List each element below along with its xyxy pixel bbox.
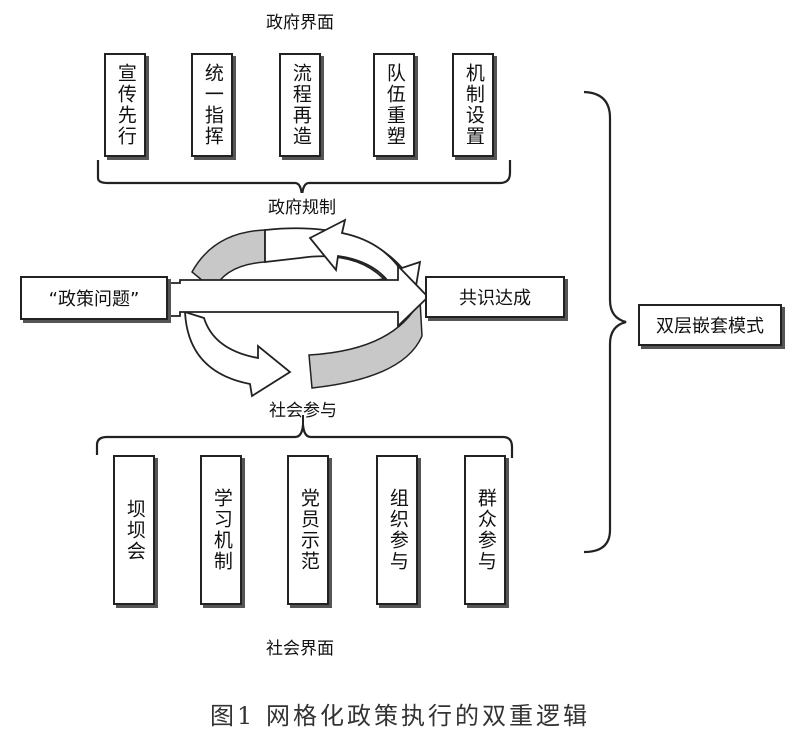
- consensus-box: 共识达成: [425, 276, 565, 318]
- top-box-1: 宣传先行: [104, 53, 146, 157]
- bottom-box-1-label: 坝坝会: [123, 498, 146, 562]
- double-nested-model-box: 双层嵌套模式: [638, 304, 782, 346]
- top-brace: [96, 160, 512, 197]
- top-box-3-label: 流程再造: [289, 63, 312, 147]
- policy-problem-box: “政策问题”: [20, 276, 168, 320]
- top-box-4: 队伍重塑: [373, 53, 415, 157]
- bottom-box-4-label: 组织参与: [386, 488, 409, 572]
- top-box-5-label: 机制设置: [462, 63, 485, 147]
- figure-caption: 图1 网格化政策执行的双重逻辑: [210, 702, 590, 730]
- bottom-box-3: 党员示范: [287, 455, 329, 605]
- double-nested-model-label: 双层嵌套模式: [656, 316, 764, 337]
- government-regulation-label: 政府规制: [252, 193, 352, 218]
- top-box-3: 流程再造: [279, 53, 321, 157]
- bottom-box-5: 群众参与: [464, 455, 506, 605]
- social-interface-title: 社会界面: [266, 639, 334, 659]
- cycle-arrow-lower-band: [308, 297, 423, 389]
- bottom-box-5-label: 群众参与: [474, 488, 497, 572]
- social-participation-label: 社会参与: [269, 401, 337, 421]
- bottom-box-3-label: 党员示范: [297, 488, 320, 572]
- bottom-box-1: 坝坝会: [113, 455, 155, 605]
- top-box-2: 统一指挥: [191, 53, 233, 157]
- cycle-arrow-lower: [184, 310, 292, 398]
- bottom-box-2-label: 学习机制: [210, 488, 233, 572]
- top-box-4-label: 队伍重塑: [383, 63, 406, 147]
- top-box-1-label: 宣传先行: [114, 63, 137, 147]
- bottom-box-2: 学习机制: [200, 455, 242, 605]
- bottom-brace: [95, 424, 514, 458]
- top-box-5: 机制设置: [452, 53, 494, 157]
- government-interface-title: 政府界面: [266, 13, 334, 33]
- bottom-box-4: 组织参与: [376, 455, 418, 605]
- right-brace: [583, 90, 627, 554]
- consensus-label: 共识达成: [459, 288, 531, 309]
- policy-problem-label: “政策问题”: [48, 289, 140, 310]
- top-box-2-label: 统一指挥: [201, 63, 224, 147]
